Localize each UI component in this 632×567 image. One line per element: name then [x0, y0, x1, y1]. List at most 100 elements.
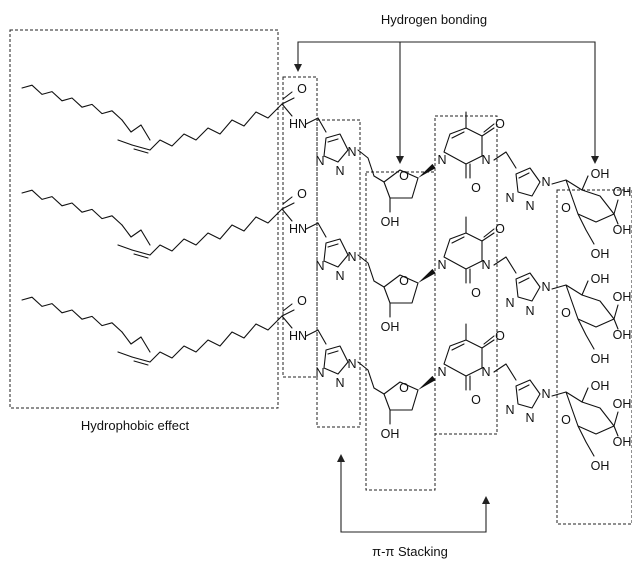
triazole-n3: N — [315, 366, 324, 380]
triazole-sugar-link — [357, 149, 375, 177]
triazole-ring-2 — [515, 272, 541, 302]
alkyl-link — [117, 351, 133, 358]
triazole-double — [327, 243, 339, 248]
glycosidic-wedge — [418, 163, 436, 178]
triazole-2-n1: N — [541, 387, 550, 401]
thymine-n3-link — [493, 363, 517, 381]
glucose-region-box — [556, 189, 632, 525]
ring-oxygen: O — [399, 381, 409, 395]
thymine-c4-o — [481, 232, 495, 242]
triazole-ring-2 — [515, 379, 541, 409]
thymine-n1: N — [437, 365, 446, 379]
glycosidic-wedge — [418, 375, 436, 390]
thymine-n3-link — [493, 151, 517, 169]
glucose-ring — [565, 179, 615, 223]
glycosidic-wedge — [418, 268, 436, 283]
amide-bond — [281, 208, 293, 222]
triazole-2-n3: N — [505, 296, 514, 310]
glucose-c4-hydroxyl: OH — [613, 328, 632, 342]
glucose-ring — [565, 391, 615, 435]
carbonyl-bond — [281, 309, 295, 317]
amide-nh: HN — [289, 329, 307, 343]
glucose-c4-oh — [613, 318, 619, 330]
alkyl-chain-lower — [149, 208, 283, 256]
hydrophobic-region-box — [9, 29, 279, 409]
triazole-double — [327, 138, 339, 143]
cis-double-bond-inner — [133, 148, 149, 154]
alkyl-chain-lower — [149, 103, 283, 151]
carbonyl-double — [282, 196, 293, 205]
triazole-region-box — [316, 119, 361, 428]
pi-stacking-label: π-π Stacking — [372, 544, 448, 559]
thymine-ring — [443, 339, 483, 377]
alkyl-chain-mid — [121, 331, 151, 353]
triazole-n1: N — [347, 250, 356, 264]
sugar-region-box — [365, 171, 436, 491]
amide-region-box — [282, 76, 318, 378]
alkyl-chain-mid — [121, 119, 151, 141]
thymine-c5-c6 — [451, 343, 465, 351]
glucose-c6 — [577, 213, 595, 245]
triazole-2-n2: N — [525, 199, 534, 213]
thymine-c4-o — [481, 127, 495, 137]
carbonyl-bond — [281, 202, 295, 210]
glucose-c2-hydroxyl: OH — [591, 272, 610, 286]
triazole-glucose-link — [551, 284, 567, 290]
glucose-c6-hydroxyl: OH — [591, 352, 610, 366]
triazole-2-double — [518, 384, 530, 391]
hydrogen-bonding-arrows — [294, 41, 599, 164]
glucose-ring — [565, 284, 615, 328]
cis-double-bond — [131, 144, 151, 151]
glucose-c3-oh — [613, 199, 619, 215]
triazole-2-n3: N — [505, 191, 514, 205]
alkyl-chain-lower — [149, 315, 283, 363]
thymine-o4: O — [495, 222, 505, 236]
thymine-o2: O — [471, 393, 481, 407]
thymine-o2: O — [471, 181, 481, 195]
thymine-c5-c6 — [451, 131, 465, 139]
amide-nh: HN — [289, 117, 307, 131]
glucose-c6-hydroxyl: OH — [591, 459, 610, 473]
thymine-o4: O — [495, 117, 505, 131]
alkyl-chain-upper — [21, 296, 123, 333]
thymine-n3: N — [481, 153, 490, 167]
cis-double-bond-inner — [133, 360, 149, 366]
glucose-c2-hydroxyl: OH — [591, 379, 610, 393]
carbonyl-oxygen: O — [297, 294, 307, 308]
cis-double-bond — [131, 356, 151, 363]
glucose-c4-hydroxyl: OH — [613, 223, 632, 237]
thymine-n1: N — [437, 258, 446, 272]
hydrophobic-effect-label: Hydrophobic effect — [81, 418, 190, 433]
alkyl-chain-upper — [21, 189, 123, 226]
amide-bond — [281, 315, 293, 329]
ring-oxygen: O — [399, 274, 409, 288]
triazole-ring — [323, 133, 349, 163]
thymine-c4-o-double — [483, 123, 495, 133]
triazole-2-double — [518, 277, 530, 284]
triazole-n3: N — [315, 259, 324, 273]
thymine-n3: N — [481, 258, 490, 272]
c3-hydroxyl: OH — [381, 320, 400, 334]
pi-stacking-arrows — [337, 454, 490, 533]
glucose-c4-oh — [613, 425, 619, 437]
glucose-c3-hydroxyl: OH — [613, 397, 632, 411]
triazole-2-n1: N — [541, 175, 550, 189]
ring-oxygen: O — [399, 169, 409, 183]
glucose-c3-oh — [613, 304, 619, 320]
glucose-c6-hydroxyl: OH — [591, 247, 610, 261]
thymine-c4-o — [481, 339, 495, 349]
glucose-c6 — [577, 425, 595, 457]
triazole-2-n3: N — [505, 403, 514, 417]
amide-bond — [281, 103, 293, 117]
thymine-c5-c6 — [451, 236, 465, 244]
triazole-n2: N — [335, 376, 344, 390]
triazole-double — [327, 350, 339, 355]
triazole-n1: N — [347, 145, 356, 159]
triazole-n3: N — [315, 154, 324, 168]
triazole-ring — [323, 238, 349, 268]
glucose-c2-oh — [581, 387, 589, 403]
